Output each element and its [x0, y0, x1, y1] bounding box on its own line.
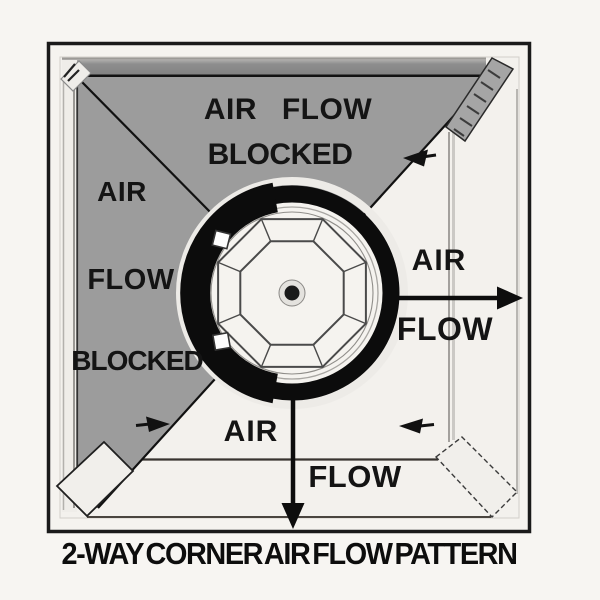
corner-diagonal-line — [79, 79, 217, 219]
corner-bevel-top-right — [444, 57, 515, 143]
round-diffuser — [176, 177, 408, 409]
clip-square-bottom — [211, 331, 232, 352]
flow-down-label-line1: AIR — [223, 415, 279, 448]
corner-bevel-top-left — [60, 60, 92, 92]
diffuser-ring-thick-left — [180, 182, 279, 404]
diagram-caption: 2-WAY CORNER AIR FLOW PATTERN — [61, 536, 517, 571]
flow-right-label-line1: AIR — [411, 244, 467, 277]
blocked-left-label-line3: BLOCKED — [71, 345, 203, 376]
blocked-top-label-line1: AIR FLOW — [203, 93, 373, 126]
blocked-top-label-line2: BLOCKED — [207, 138, 353, 171]
hatch-texture — [453, 69, 501, 137]
center-dot — [284, 285, 300, 301]
clip-square-top — [211, 229, 232, 250]
flow-right-label-line2: FLOW — [396, 311, 494, 347]
small-arrow-bottom-left — [135, 416, 170, 432]
blocked-left-label-line2: FLOW — [87, 264, 175, 296]
diffuser-cone-pattern — [217, 218, 367, 368]
blocked-left-label-line1: AIR — [97, 176, 147, 207]
flow-down-label-line2: FLOW — [308, 459, 402, 494]
corner-bevel-bottom-right — [434, 436, 518, 519]
airflow-arrow-down — [281, 400, 305, 529]
small-arrow-bottom-right — [399, 418, 435, 434]
small-arrow-top-right — [403, 149, 437, 167]
airflow-arrow-right — [399, 286, 523, 310]
corner-bevel-bottom-left — [55, 440, 135, 518]
